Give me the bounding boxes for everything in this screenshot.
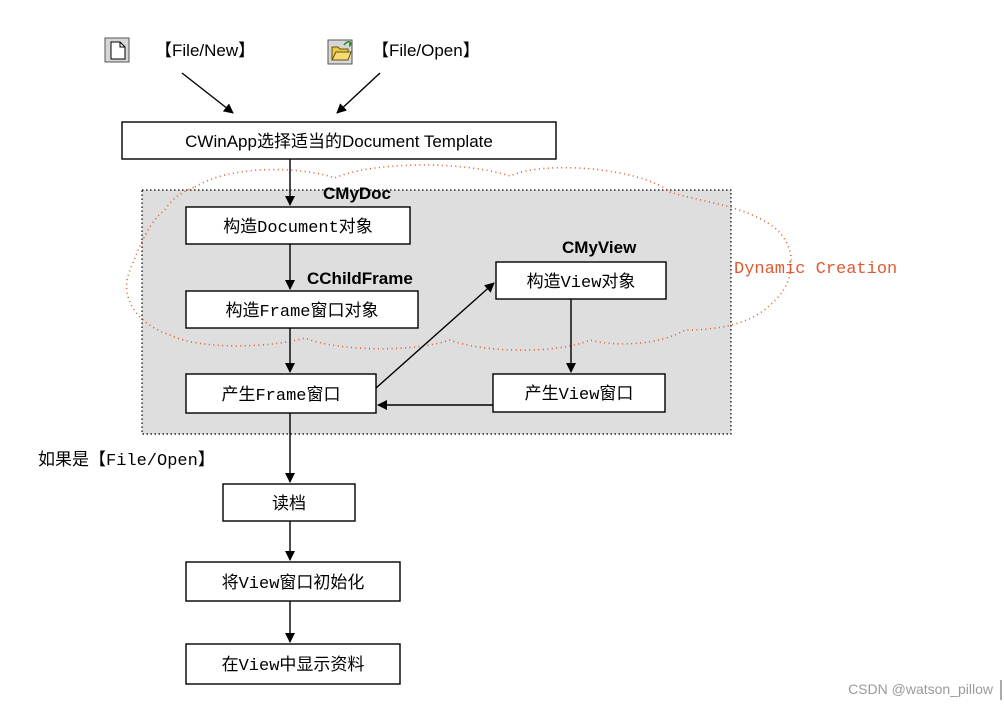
class-label-doc: CMyDoc (323, 184, 391, 203)
display-view-label: 在View中显示资料 (222, 655, 365, 676)
display-view-box (185, 643, 401, 685)
class-label-frame: CChildFrame (307, 269, 413, 288)
file-new-label: 【File/New】 (155, 41, 255, 60)
watermark: CSDN @watson_pillow (848, 681, 994, 697)
create-frame-box (185, 373, 377, 414)
file-open-label: 【File/Open】 (372, 41, 480, 60)
dynamic-creation-label: Dynamic Creation (734, 260, 897, 279)
construct-document-label: 构造Document对象 (223, 217, 373, 238)
arrow-new-to-template (181, 72, 234, 114)
class-label-view: CMyView (562, 238, 637, 257)
create-view-box (492, 373, 666, 413)
select-template-label: CWinApp选择适当的Document Template (185, 132, 493, 151)
read-file-label: 读档 (272, 494, 306, 515)
construct-frame-label: 构造Frame窗口对象 (225, 301, 378, 322)
dynamic-creation-cloud (125, 164, 793, 351)
arrow-create-frame-to-view (375, 282, 495, 389)
arrow-open-to-template (336, 72, 381, 114)
construct-frame-box (185, 290, 419, 329)
if-file-open-label: 如果是【File/Open】 (38, 450, 215, 471)
init-view-label: 将View窗口初始化 (222, 573, 365, 594)
construct-view-label: 构造View对象 (527, 272, 636, 293)
read-file-box (222, 483, 356, 522)
select-template-box (121, 121, 557, 160)
create-frame-label: 产生Frame窗口 (221, 385, 340, 406)
new-document-icon[interactable] (104, 37, 130, 63)
construct-document-box (185, 206, 411, 245)
init-view-box (185, 561, 401, 602)
create-view-label: 产生View窗口 (525, 384, 634, 405)
open-folder-icon[interactable] (327, 39, 353, 65)
construct-view-box (495, 261, 667, 300)
